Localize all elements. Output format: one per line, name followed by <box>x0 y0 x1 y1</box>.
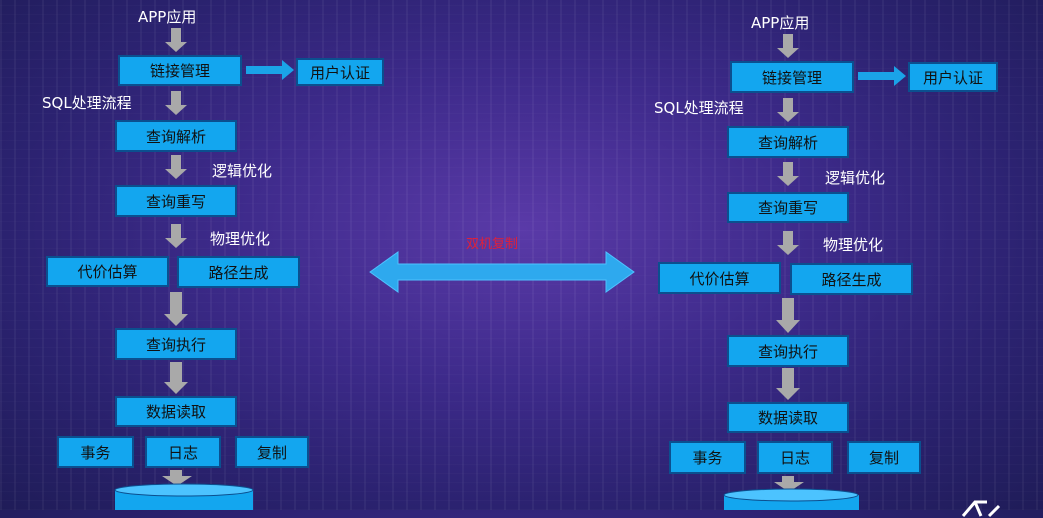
left-rewrite-box: 查询重写 <box>115 185 237 217</box>
right-arrow-rewrite-cost <box>777 231 799 255</box>
right-arrow-log-db <box>774 476 804 492</box>
left-arrow-log-db <box>162 470 192 486</box>
left-sql-flow-label: SQL处理流程 <box>42 94 132 112</box>
left-log-box: 日志 <box>145 436 221 468</box>
left-repl-box: 复制 <box>235 436 309 468</box>
right-cost-box: 代价估算 <box>658 262 781 294</box>
right-auth-box: 用户认证 <box>908 62 998 92</box>
right-sql-flow-label: SQL处理流程 <box>654 99 744 117</box>
left-database-cylinder <box>114 483 254 510</box>
left-arrow-conn-parse <box>165 91 187 115</box>
left-trans-box: 事务 <box>57 436 134 468</box>
left-exec-box: 查询执行 <box>115 328 237 360</box>
right-conn-box: 链接管理 <box>730 61 854 93</box>
left-arrow-app-conn <box>165 28 187 52</box>
right-arrow-conn-parse <box>777 98 799 122</box>
right-log-box: 日志 <box>757 441 833 474</box>
right-read-box: 数据读取 <box>727 402 849 433</box>
corner-logo-icon <box>961 500 1001 518</box>
left-auth-box: 用户认证 <box>296 58 384 86</box>
right-parse-box: 查询解析 <box>727 126 849 158</box>
left-arrow-parse-rewrite <box>165 155 187 179</box>
right-rewrite-box: 查询重写 <box>727 192 849 223</box>
center-replication-label: 双机复制 <box>466 237 519 252</box>
left-cost-box: 代价估算 <box>46 256 169 287</box>
right-phys-opt-label: 物理优化 <box>823 236 884 254</box>
right-app-label: APP应用 <box>751 14 810 32</box>
left-read-box: 数据读取 <box>115 396 237 427</box>
left-logic-opt-label: 逻辑优化 <box>212 162 273 180</box>
right-path-box: 路径生成 <box>790 263 913 295</box>
right-logic-opt-label: 逻辑优化 <box>825 169 886 187</box>
right-arrow-conn-auth <box>858 66 906 86</box>
right-exec-box: 查询执行 <box>727 335 849 367</box>
center-double-arrow <box>369 251 635 293</box>
right-arrow-exec-read <box>776 368 800 400</box>
left-phys-opt-label: 物理优化 <box>210 230 271 248</box>
left-arrow-conn-auth <box>246 60 294 80</box>
left-app-label: APP应用 <box>138 8 197 26</box>
right-arrow-cost-exec <box>776 298 800 333</box>
left-parse-box: 查询解析 <box>115 120 237 152</box>
right-arrow-parse-rewrite <box>777 162 799 186</box>
right-repl-box: 复制 <box>847 441 921 474</box>
left-path-box: 路径生成 <box>177 256 300 288</box>
right-arrow-app-conn <box>777 34 799 58</box>
left-arrow-cost-exec <box>164 292 188 326</box>
left-conn-box: 链接管理 <box>118 55 242 86</box>
left-arrow-rewrite-cost <box>165 224 187 248</box>
left-arrow-exec-read <box>164 362 188 394</box>
right-database-cylinder <box>723 488 859 510</box>
right-trans-box: 事务 <box>669 441 746 474</box>
